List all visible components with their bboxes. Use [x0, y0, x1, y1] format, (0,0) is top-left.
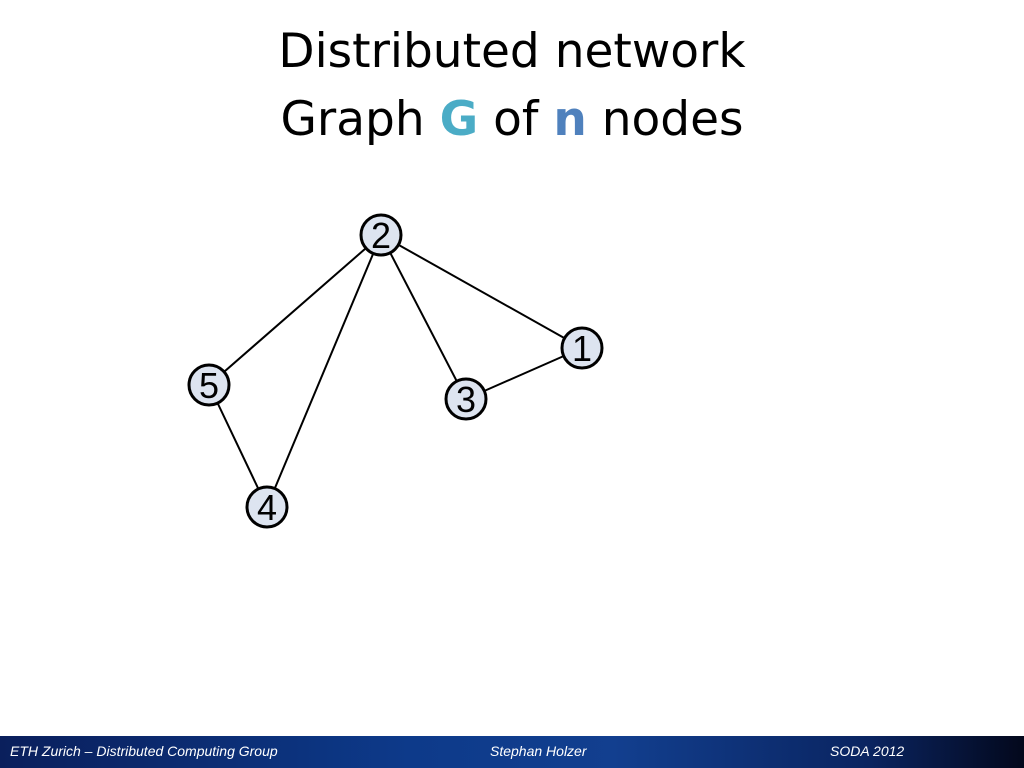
graph-edges — [208, 234, 583, 508]
node-circle — [444, 377, 488, 421]
node-label: 1 — [572, 328, 592, 369]
footer-affiliation: ETH Zurich – Distributed Computing Group — [10, 743, 278, 759]
title-line-2: Graph G of n nodes — [0, 86, 1024, 154]
edge-5-4 — [208, 384, 268, 508]
graph-nodes: 1 2 3 4 5 — [187, 213, 604, 529]
node-5: 5 — [187, 363, 231, 407]
title-of-text: of — [478, 92, 554, 147]
node-2: 2 — [359, 213, 403, 257]
node-label: 3 — [456, 379, 476, 420]
title-nodes-suffix: nodes — [586, 92, 744, 147]
title-line-1: Distributed network — [278, 24, 746, 79]
node-circle — [359, 213, 403, 257]
node-label: 2 — [371, 215, 391, 256]
graph-symbol: G — [439, 92, 479, 147]
footer-bar: ETH Zurich – Distributed Computing Group… — [0, 736, 1024, 768]
node-4: 4 — [245, 485, 289, 529]
node-circle — [560, 326, 604, 370]
node-3: 3 — [444, 377, 488, 421]
edge-2-3 — [380, 234, 467, 400]
node-label: 5 — [199, 365, 219, 406]
node-circle — [187, 363, 231, 407]
node-label: 4 — [257, 487, 277, 528]
node-1: 1 — [560, 326, 604, 370]
footer-conference: SODA 2012 — [830, 743, 905, 759]
footer-author: Stephan Holzer — [490, 743, 587, 759]
edge-2-1 — [380, 234, 583, 349]
node-circle — [245, 485, 289, 529]
node-count-symbol: n — [553, 92, 587, 147]
edge-2-5 — [208, 234, 382, 386]
slide-title: Distributed network Graph G of n nodes — [0, 18, 1024, 154]
edge-2-4 — [266, 234, 382, 508]
network-graph: 1 2 3 4 5 — [187, 213, 604, 529]
title-graph-prefix: Graph — [280, 92, 440, 147]
